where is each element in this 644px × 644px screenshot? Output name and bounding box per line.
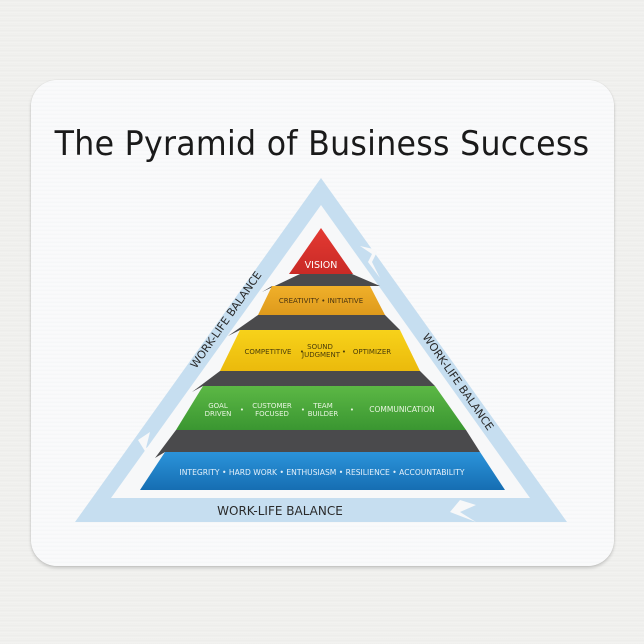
bullet: • xyxy=(350,406,354,414)
gray-ribbons xyxy=(155,274,480,458)
level-creativity: CREATIVITY • INITIATIVE xyxy=(258,286,385,315)
level-competitive: COMPETITIVE • SOUND JUDGMENT • OPTIMIZER xyxy=(220,330,420,371)
customer-label: CUSTOMER xyxy=(252,402,292,410)
communication-label: COMMUNICATION xyxy=(369,405,435,414)
optimizer-label: OPTIMIZER xyxy=(353,348,391,356)
foundation-label: INTEGRITY • HARD WORK • ENTHUSIASM • RES… xyxy=(180,468,465,477)
goal-label: GOAL xyxy=(208,402,228,410)
vision-label: VISION xyxy=(305,260,338,271)
builder-label: BUILDER xyxy=(308,410,339,418)
driven-label: DRIVEN xyxy=(205,410,232,418)
arrow-notch-bottom xyxy=(450,500,476,522)
judgment-label: JUDGMENT xyxy=(301,351,341,359)
level-vision: VISION xyxy=(289,228,353,274)
bullet: • xyxy=(300,348,304,356)
bullet: • xyxy=(301,406,305,414)
bullet: • xyxy=(240,406,244,414)
level-foundation: INTEGRITY • HARD WORK • ENTHUSIASM • RES… xyxy=(140,452,505,490)
creativity-label: CREATIVITY • INITIATIVE xyxy=(279,297,363,305)
focused-label: FOCUSED xyxy=(255,410,289,418)
competitive-label: COMPETITIVE xyxy=(245,348,292,356)
bullet: • xyxy=(342,348,346,356)
level-teamwork: GOAL DRIVEN • CUSTOMER FOCUSED • TEAM BU… xyxy=(176,386,466,430)
sound-label: SOUND xyxy=(307,343,333,351)
arrow-notch-left xyxy=(138,432,160,456)
arrow-notch-right xyxy=(360,246,380,278)
team-label: TEAM xyxy=(312,402,333,410)
page-title: The Pyramid of Business Success xyxy=(54,124,590,164)
bottom-frame-label: WORK-LIFE BALANCE xyxy=(217,504,343,518)
